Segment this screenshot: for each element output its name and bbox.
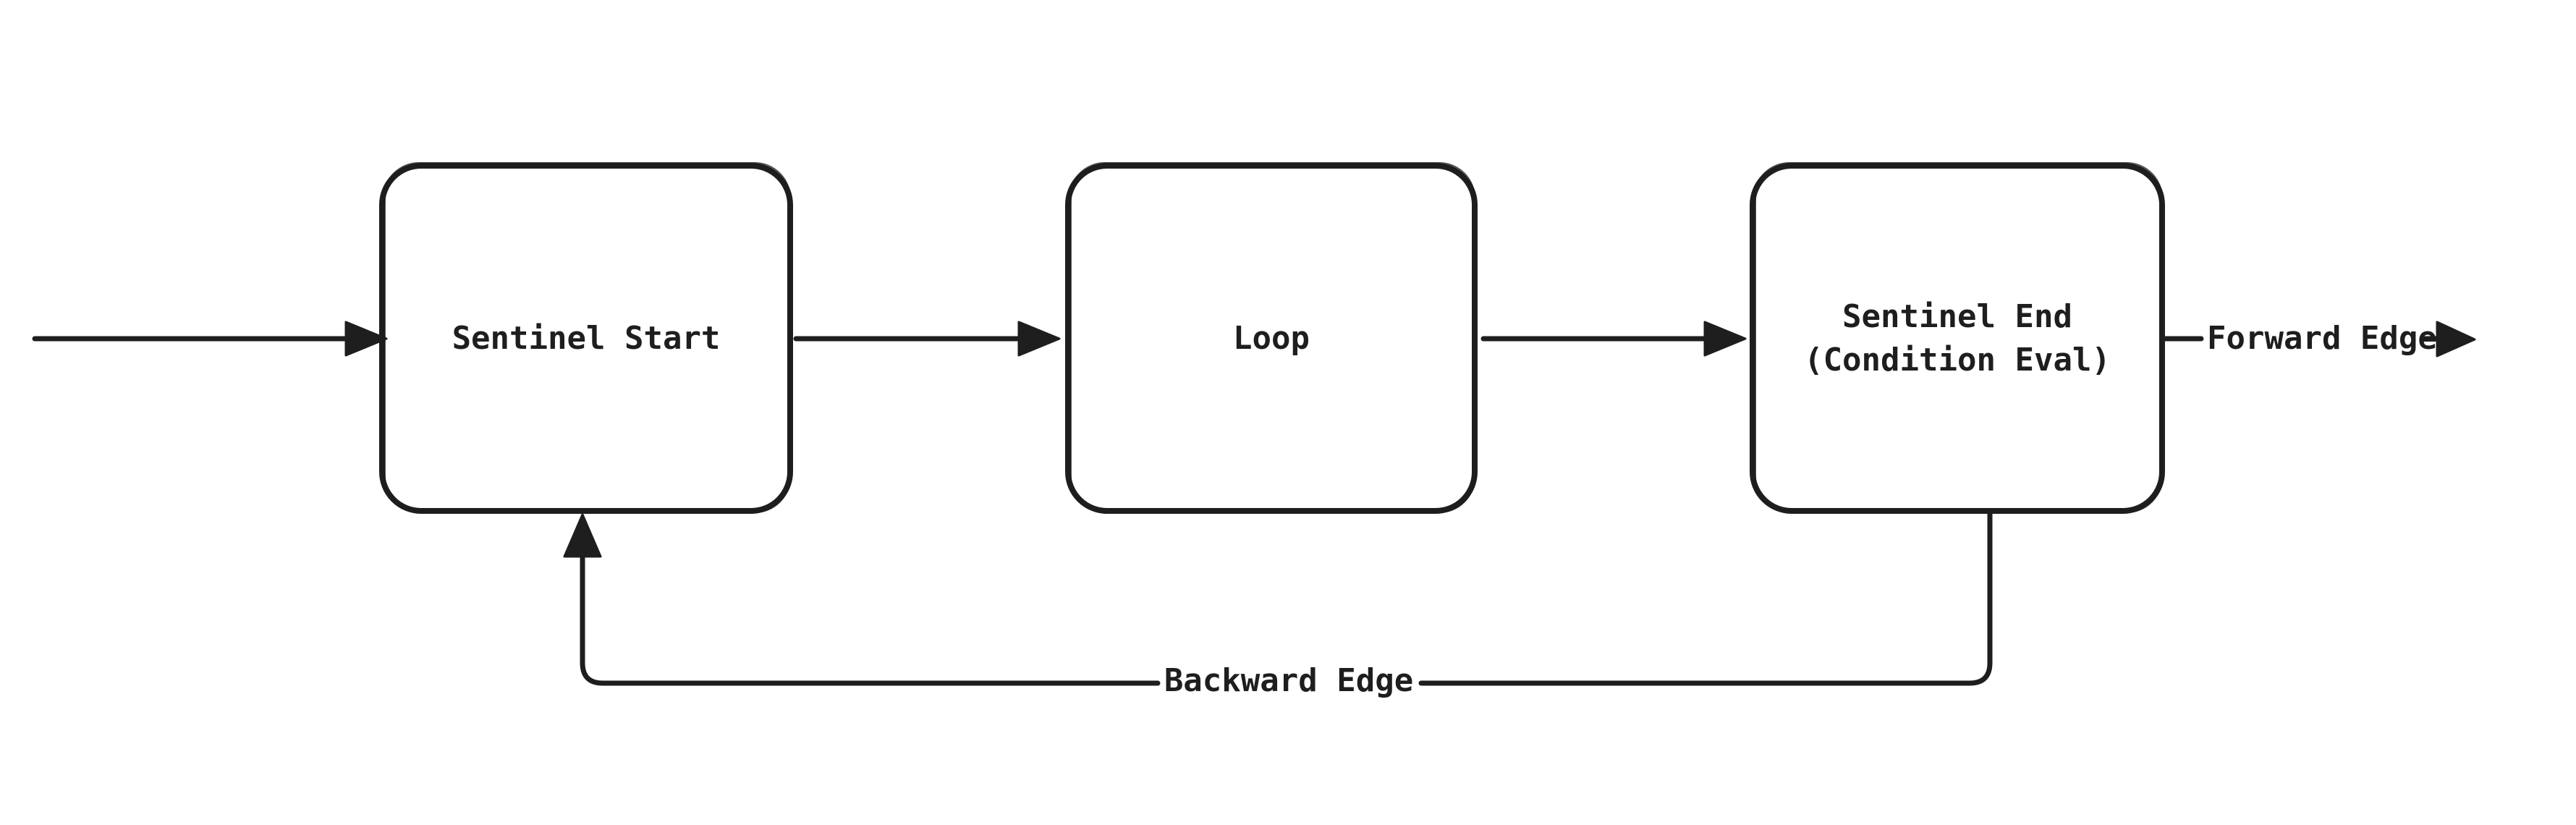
edge-label-backward: Backward Edge bbox=[1164, 662, 1414, 699]
edge-start-to-loop-arrowhead-icon bbox=[1017, 321, 1061, 357]
node-loop-box-overdraw bbox=[1069, 162, 1475, 513]
edge-backward-line-right bbox=[1418, 509, 1993, 686]
edge-backward-arrowhead-icon bbox=[563, 513, 602, 558]
node-sentinel-end-box-overdraw bbox=[1753, 162, 2163, 513]
node-label-sentinel-end: Sentinel End (Condition Eval) bbox=[1804, 297, 2111, 378]
edge-backward-line-left bbox=[580, 551, 1161, 686]
edge-label-forward: Forward Edge bbox=[2207, 320, 2437, 357]
edge-forward-arrowhead-icon bbox=[2436, 321, 2476, 358]
edge-loop-to-end-arrowhead-icon bbox=[1703, 321, 1747, 357]
node-label-sentinel-start: Sentinel Start bbox=[452, 319, 721, 357]
node-label-loop: Loop bbox=[1233, 319, 1310, 357]
edge-entry-arrowhead-icon bbox=[344, 321, 388, 357]
